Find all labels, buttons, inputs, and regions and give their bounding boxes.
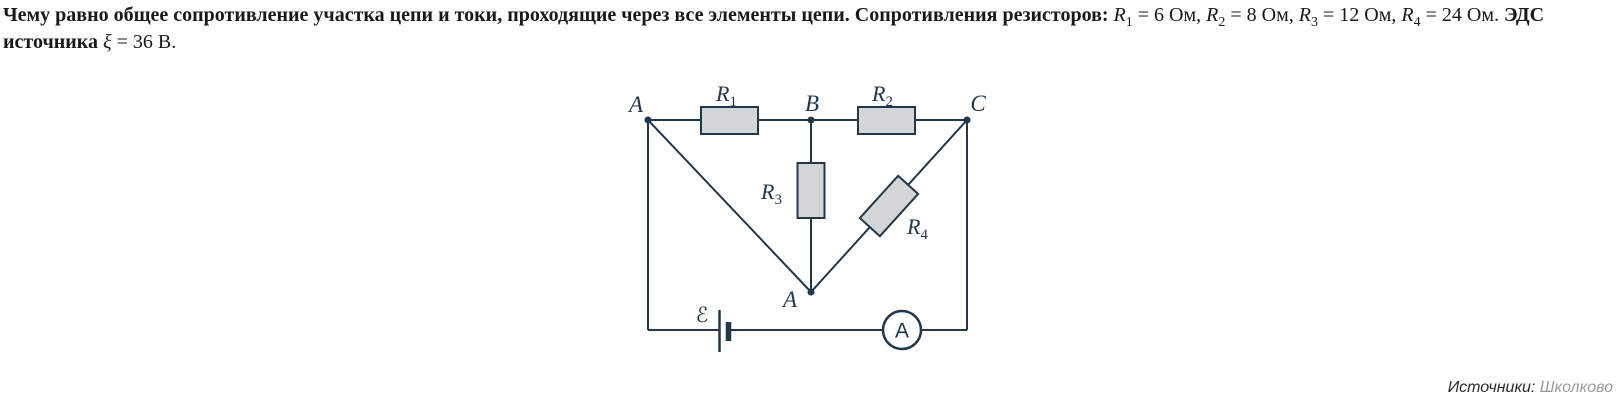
node-b — [807, 116, 815, 124]
resistance-r3-value: R3 = 12 Ом, — [1298, 4, 1397, 30]
problem-statement: Чему равно общее сопротивление участка ц… — [3, 2, 1595, 56]
node-c-label: C — [970, 91, 986, 116]
source-attribution: Источники: Школково — [1448, 379, 1613, 397]
source-label: Источники: — [1447, 379, 1536, 396]
ammeter-icon — [881, 309, 923, 351]
resistor-r3 — [796, 162, 826, 219]
resistor-r4 — [858, 174, 920, 238]
node-c — [963, 116, 971, 124]
node-b-label: B — [805, 91, 819, 116]
resistance-r2-value: R2 = 8 Ом, — [1206, 4, 1294, 30]
resistor-r1-label: R1 — [715, 81, 737, 110]
wire-diagonal-left — [647, 119, 812, 293]
resistor-r3-label: R3 — [760, 179, 782, 208]
resistors-label-text: Сопротивления резисторов: — [854, 4, 1109, 26]
emf-label-text: ЭДС источника — [3, 4, 1545, 53]
resistor-r2 — [857, 106, 916, 135]
node-a-bottom-label: A — [781, 287, 798, 312]
node-a-top — [644, 116, 652, 124]
resistor-r2-label: R2 — [871, 81, 893, 110]
source-link[interactable]: Школково — [1539, 379, 1613, 396]
emf-symbol-label: ℰ — [696, 303, 709, 327]
node-a-bottom — [807, 288, 815, 296]
circuit-diagram: A A B C A R1 R2 R3 R4 ℰ — [627, 81, 986, 352]
resistor-r1 — [700, 106, 759, 135]
ammeter-label: A — [895, 320, 909, 343]
emf-value: ξ = 36 В. — [103, 31, 177, 53]
node-a-top-label: A — [627, 92, 644, 117]
problem-intro-text: Чему равно общее сопротивление участка ц… — [3, 4, 850, 26]
resistance-r4-value: R4 = 24 Ом. — [1401, 4, 1499, 30]
resistance-r1-value: R1 = 6 Ом, — [1113, 4, 1202, 30]
resistor-r4-label: R4 — [906, 214, 928, 243]
